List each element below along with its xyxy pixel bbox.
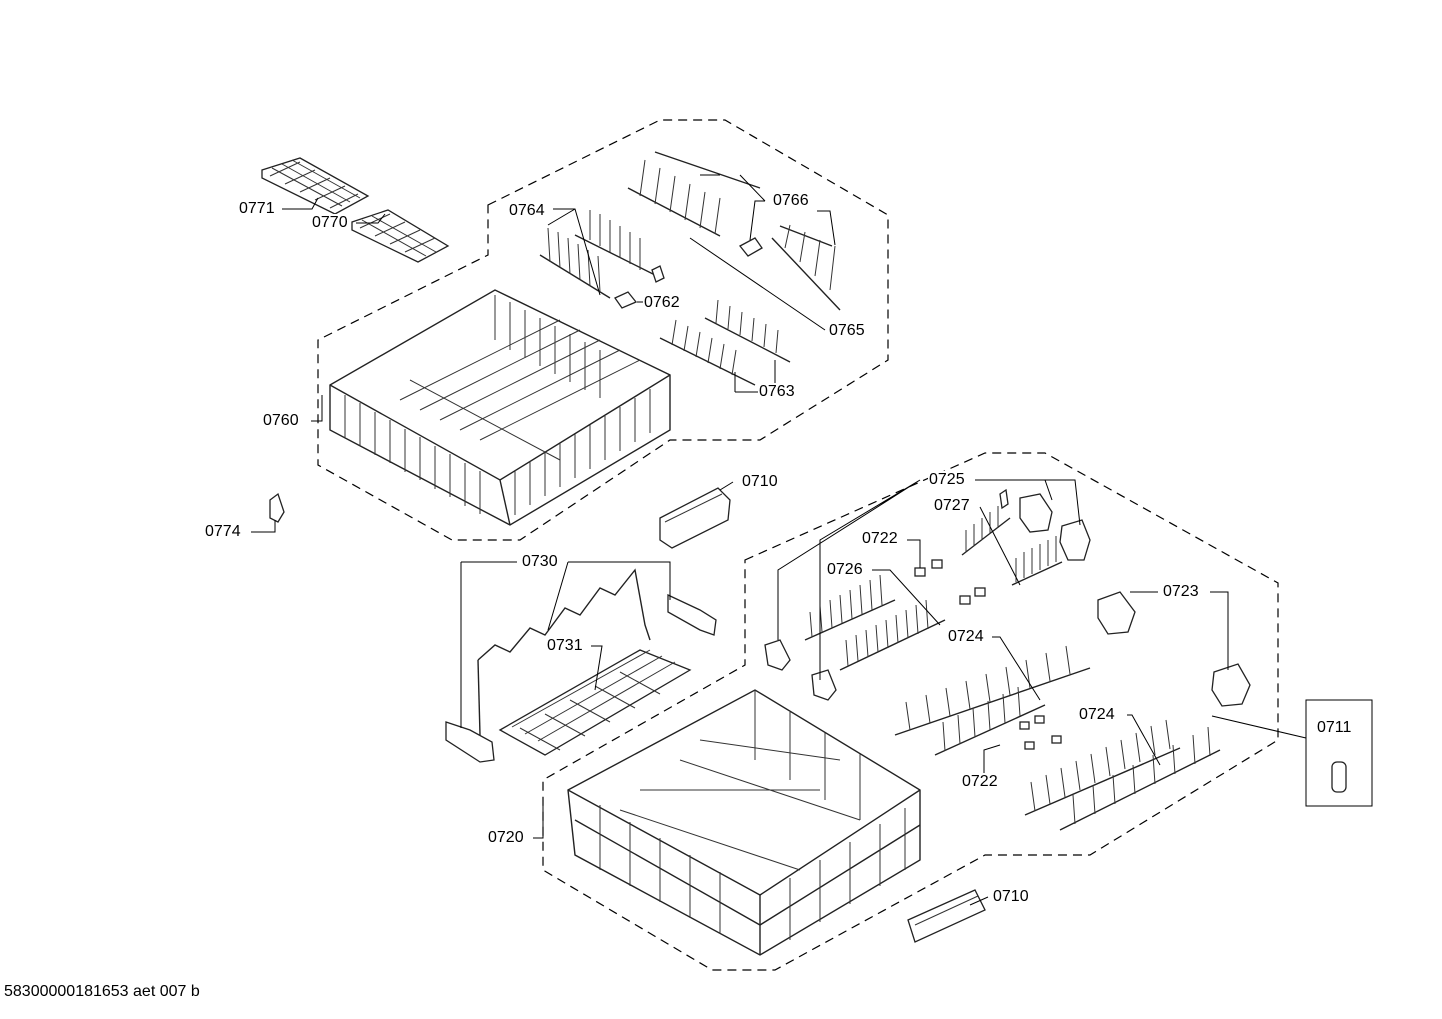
handle-0710-top <box>659 487 731 549</box>
callout-0723: 0723 <box>1162 583 1200 601</box>
callout-0762: 0762 <box>643 294 681 312</box>
callout-0765: 0765 <box>828 322 866 340</box>
callout-0770: 0770 <box>311 214 349 232</box>
callout-0725: 0725 <box>928 471 966 489</box>
cylinder-part-0711 <box>1331 761 1347 793</box>
callout-0730: 0730 <box>521 553 559 571</box>
plate-0710-bottom <box>907 889 986 943</box>
leader-lines <box>251 174 1307 906</box>
callout-0774: 0774 <box>204 523 242 541</box>
lower-group-outline <box>542 452 1279 971</box>
holder-0774 <box>269 492 285 523</box>
hinge-0725 <box>999 488 1091 561</box>
clips-0722-top <box>914 559 986 605</box>
lower-basket-0720 <box>567 689 921 956</box>
cutlery-tray-0770 <box>351 209 450 263</box>
cutlery-tray-0771 <box>261 157 370 215</box>
callout-0727: 0727 <box>933 497 971 515</box>
tine-rack-0766 <box>627 151 841 311</box>
callout-0766: 0766 <box>772 192 810 210</box>
callout-0760: 0760 <box>262 412 300 430</box>
tine-rack-0724 <box>894 645 1221 831</box>
callout-0724-low: 0724 <box>1078 706 1116 724</box>
callout-0722-low: 0722 <box>961 773 999 791</box>
tine-rack-0727 <box>961 506 1063 586</box>
callout-0764: 0764 <box>508 202 546 220</box>
callout-0710-bottom: 0710 <box>992 888 1030 906</box>
hinge-0723 <box>1097 591 1251 707</box>
rail-0730 <box>445 568 717 763</box>
upper-group-outline <box>317 119 889 541</box>
clip-0762 <box>614 265 665 309</box>
inset-box-0711 <box>1305 699 1373 807</box>
upper-basket-0760 <box>329 289 671 526</box>
clips-0722-low <box>1019 715 1062 750</box>
callout-0724-mid: 0724 <box>947 628 985 646</box>
callout-0720: 0720 <box>487 829 525 847</box>
callout-0726: 0726 <box>826 561 864 579</box>
tine-rack-0726 <box>764 574 946 701</box>
callout-0763: 0763 <box>758 383 796 401</box>
tine-rack-0763 <box>659 299 791 386</box>
callout-0771: 0771 <box>238 200 276 218</box>
callout-0710-top: 0710 <box>741 473 779 491</box>
document-id: 58300000181653 aet 007 b <box>4 983 200 1000</box>
cup-shelf-0731 <box>498 649 692 756</box>
callout-0722-top: 0722 <box>861 530 899 548</box>
callout-0711: 0711 <box>1316 719 1353 737</box>
callout-0731: 0731 <box>546 637 584 655</box>
